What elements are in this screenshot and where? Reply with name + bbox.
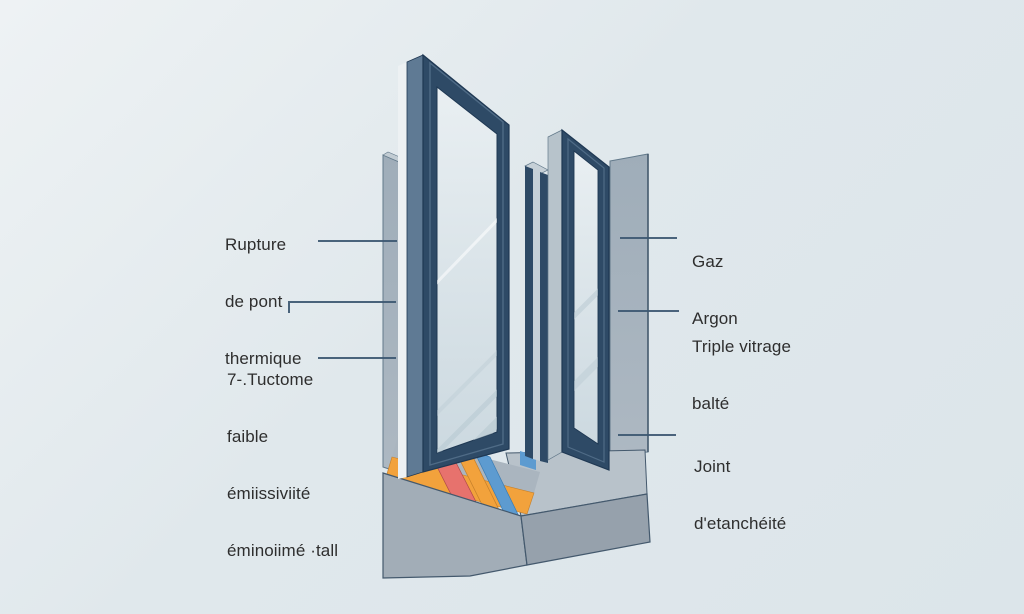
label-low-emissivity: 7-.Tuctome faible émiissiviité éminoiimé… <box>227 332 338 598</box>
glass-reflections-right <box>574 248 598 403</box>
leader-bracket-low-emissivity <box>288 301 396 313</box>
window-right-glass <box>573 150 599 445</box>
sill-left-face <box>382 472 528 579</box>
label-seal: Joint d'etanchéité <box>694 419 786 571</box>
window-middle-pane <box>524 161 549 463</box>
wall-right-panel <box>609 153 649 455</box>
label-line: faible <box>227 427 269 446</box>
label-line: Gaz <box>692 252 724 271</box>
label-thermal-break: Rupture de pont thermique <box>225 197 302 406</box>
window-main-frame-side <box>406 54 424 478</box>
label-line: 7-.Tuctome <box>227 370 314 389</box>
window-main-frame-step <box>429 61 504 466</box>
label-line: Argon <box>692 309 738 328</box>
label-line: éminoiimé ·tall <box>227 541 339 560</box>
window-main-glass <box>436 85 498 454</box>
window-main-highlight-strip <box>398 62 407 479</box>
label-line: émiissiviité <box>227 484 311 503</box>
label-line: Triple vitrage <box>692 337 792 356</box>
label-line: de pont <box>225 292 283 311</box>
window-right-frame-step <box>567 137 605 463</box>
window-right-side-strip <box>547 129 563 461</box>
window-right <box>547 128 610 471</box>
label-line: Joint <box>694 457 731 476</box>
label-argon-gas: Gaz Argon <box>692 214 738 366</box>
window-main <box>398 53 510 479</box>
sill-front-face <box>520 493 651 566</box>
leader-lines <box>288 237 679 436</box>
label-line: Rupture <box>225 235 287 254</box>
label-line: thermique <box>225 349 302 368</box>
label-line: balté <box>692 394 730 413</box>
middle-pane-left <box>525 166 533 459</box>
label-line: d'etanchéité <box>694 514 787 533</box>
middle-pane-right <box>540 172 548 463</box>
label-triple-glazing: Triple vitrage balté <box>692 299 791 451</box>
middle-pane-core <box>533 169 540 461</box>
